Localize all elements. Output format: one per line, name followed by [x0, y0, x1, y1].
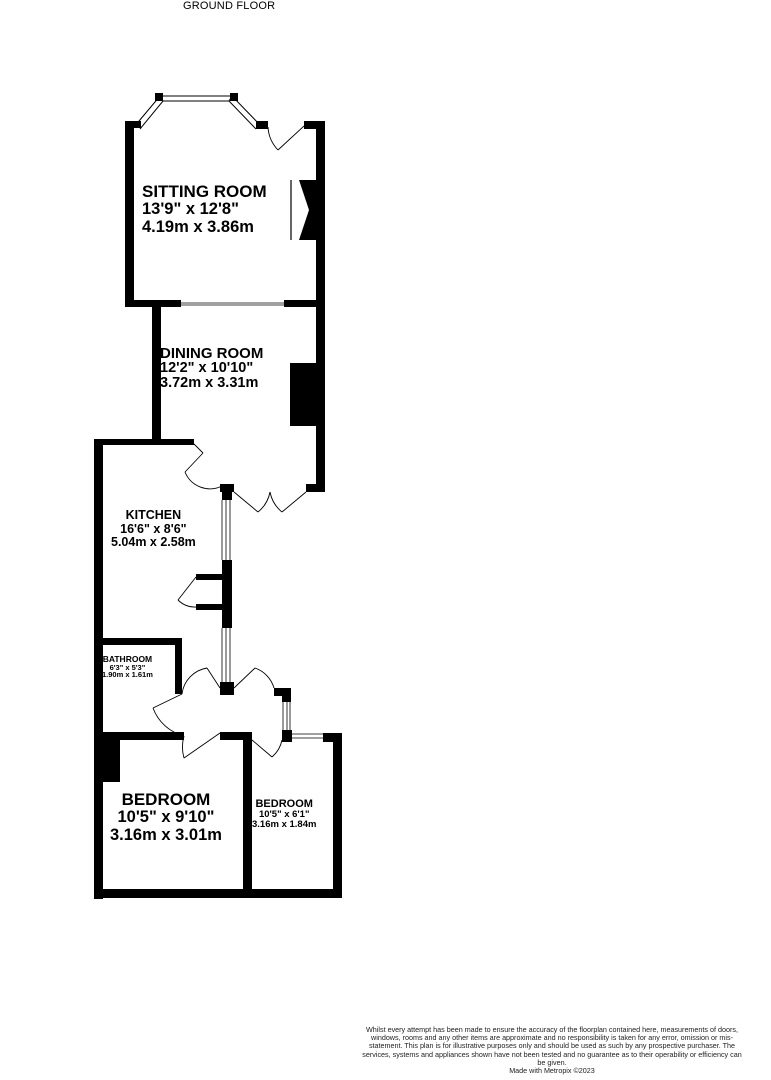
- room-name: BEDROOM: [255, 798, 313, 810]
- bay-window-post: [155, 93, 163, 101]
- wall: [306, 484, 325, 492]
- room-dimensions-imperial: 16'6" x 8'6": [120, 521, 187, 536]
- wall: [94, 732, 184, 740]
- floor-title: GROUND FLOOR: [183, 0, 276, 12]
- bay-window: [133, 95, 263, 130]
- room-label-bathroom: BATHROOM 6'3" x 5'3" 1.90m x 1.61m: [102, 655, 153, 679]
- wall: [333, 733, 342, 898]
- fireplace-detail: [299, 180, 309, 240]
- room-dimensions-imperial: 13'9" x 12'8": [142, 200, 239, 218]
- wall: [282, 730, 292, 742]
- room-dimensions-imperial: 6'3" x 5'3": [109, 662, 146, 672]
- wall: [196, 574, 232, 580]
- cupboard: [99, 740, 120, 782]
- room-dimensions-metric: 3.16m x 1.84m: [252, 818, 317, 830]
- wall: [316, 300, 325, 492]
- room-name: SITTING ROOM: [142, 182, 267, 201]
- room-label-kitchen: KITCHEN 16'6" x 8'6" 5.04m x 2.58m: [111, 509, 196, 549]
- wall: [222, 560, 232, 628]
- wall: [243, 732, 252, 898]
- room-label-bedroom-2: BEDROOM 10'5" x 6'1" 3.16m x 1.84m: [252, 799, 316, 829]
- room-name: BEDROOM: [121, 790, 211, 809]
- wall: [196, 604, 232, 610]
- wall: [152, 300, 161, 444]
- wall: [284, 300, 325, 307]
- room-label-bedroom-1: BEDROOM 10'5" x 9'10" 3.16m x 3.01m: [110, 791, 222, 843]
- room-name: BATHROOM: [102, 654, 153, 664]
- openings: [181, 302, 323, 739]
- window-frames: [103, 889, 308, 898]
- wall: [220, 732, 250, 740]
- wall: [222, 484, 232, 500]
- door-swings: [152, 125, 307, 759]
- wall: [125, 121, 141, 128]
- room-dimensions-metric: 1.90m x 1.61m: [102, 670, 153, 679]
- wall: [94, 889, 342, 898]
- wall: [256, 121, 268, 129]
- windows: [110, 889, 330, 897]
- room-dimensions-imperial: 10'5" x 9'10": [117, 808, 215, 826]
- room-dimensions-metric: 3.72m x 3.31m: [160, 374, 259, 391]
- room-dimensions-metric: 3.16m x 3.01m: [110, 825, 222, 844]
- room-name: DINING ROOM: [160, 345, 264, 362]
- disclaimer-text: Whilst every attempt has been made to en…: [362, 1025, 742, 1067]
- chimney-breast: [290, 363, 317, 426]
- wall: [94, 638, 182, 645]
- room-dimensions-imperial: 10'5" x 6'1": [258, 809, 310, 820]
- wall: [323, 733, 342, 742]
- room-name: KITCHEN: [125, 508, 182, 522]
- room-dimensions-metric: 5.04m x 2.58m: [111, 535, 196, 549]
- wall: [220, 682, 234, 695]
- room-dimensions-metric: 4.19m x 3.86m: [142, 217, 254, 236]
- wall: [304, 121, 323, 129]
- disclaimer-credit: Made with Metropix ©2023: [509, 1066, 595, 1076]
- room-label-sitting-room: SITTING ROOM 13'9" x 12'8" 4.19m x 3.86m: [142, 183, 267, 235]
- wall: [282, 688, 291, 702]
- room-label-dining-room: DINING ROOM 12'2" x 10'10" 3.72m x 3.31m: [160, 346, 263, 390]
- wall: [94, 439, 103, 899]
- bay-window-post: [230, 93, 238, 101]
- wall: [94, 439, 194, 445]
- wall: [125, 121, 134, 307]
- room-dimensions-imperial: 12'2" x 10'10": [160, 360, 254, 376]
- wall: [175, 638, 182, 694]
- wall: [316, 121, 325, 307]
- disclaimer: Whilst every attempt has been made to en…: [360, 1025, 744, 1076]
